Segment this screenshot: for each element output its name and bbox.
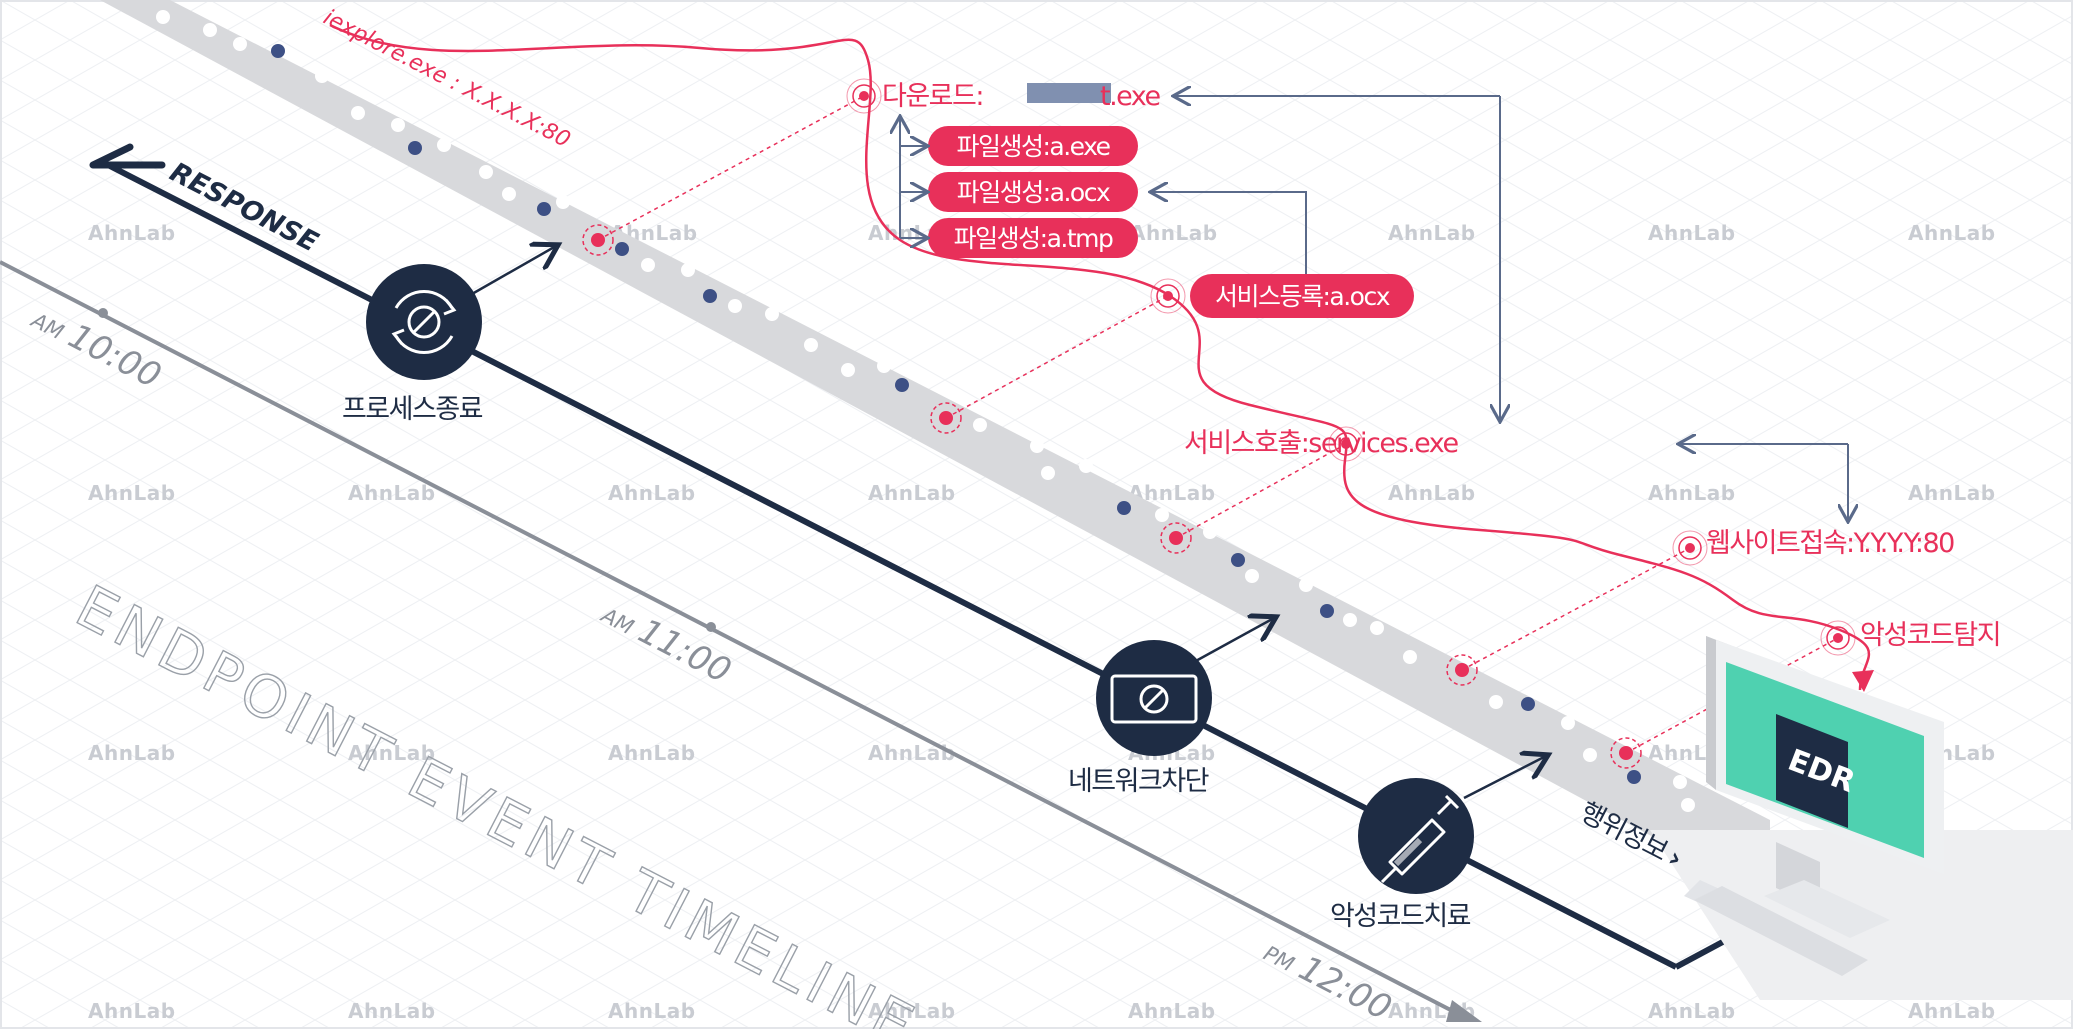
svg-text:파일생성:a.exe: 파일생성:a.exe — [956, 132, 1110, 161]
svg-text:AhnLab: AhnLab — [88, 741, 176, 765]
svg-text:AhnLab: AhnLab — [88, 221, 176, 245]
pill-file-ocx: 파일생성:a.ocx — [928, 172, 1138, 212]
svg-text:AhnLab: AhnLab — [1648, 481, 1736, 505]
svg-text:AhnLab: AhnLab — [1908, 481, 1996, 505]
svg-text:AhnLab: AhnLab — [868, 741, 956, 765]
svg-text:AhnLab: AhnLab — [1908, 999, 1996, 1023]
svg-text:AhnLab: AhnLab — [608, 741, 696, 765]
pill-service-reg: 서비스등록:a.ocx — [1190, 274, 1414, 318]
svg-text:파일생성:a.tmp: 파일생성:a.tmp — [954, 224, 1113, 253]
svg-text:t.exe: t.exe — [1100, 81, 1160, 112]
svg-text:AhnLab: AhnLab — [868, 481, 956, 505]
event-website: 웹사이트접속:Y.Y.Y.Y:80 — [1706, 528, 1954, 559]
svg-text:AhnLab: AhnLab — [348, 481, 436, 505]
svg-text:AhnLab: AhnLab — [348, 999, 436, 1023]
svg-text:프로세스종료: 프로세스종료 — [342, 394, 483, 425]
svg-text:AhnLab: AhnLab — [88, 481, 176, 505]
svg-text:파일생성:a.ocx: 파일생성:a.ocx — [957, 178, 1110, 207]
svg-text:네트워크차단: 네트워크차단 — [1068, 766, 1209, 797]
redacted-box — [1027, 83, 1111, 103]
svg-text:서비스등록:a.ocx: 서비스등록:a.ocx — [1215, 282, 1390, 311]
event-service-call: 서비스호출:services.exe — [1184, 428, 1458, 459]
svg-text:AhnLab: AhnLab — [1388, 481, 1476, 505]
svg-text:AhnLab: AhnLab — [1648, 221, 1736, 245]
svg-text:다운로드:: 다운로드: — [882, 81, 983, 112]
event-malware-detect: 악성코드탐지 — [1860, 620, 2000, 651]
svg-text:AhnLab: AhnLab — [88, 999, 176, 1023]
svg-text:AhnLab: AhnLab — [608, 481, 696, 505]
svg-text:AhnLab: AhnLab — [1130, 221, 1218, 245]
svg-text:AhnLab: AhnLab — [1388, 221, 1476, 245]
svg-text:AhnLab: AhnLab — [1128, 999, 1216, 1023]
svg-text:악성코드치료: 악성코드치료 — [1330, 901, 1471, 932]
svg-text:AhnLab: AhnLab — [608, 999, 696, 1023]
pill-file-tmp: 파일생성:a.tmp — [928, 218, 1138, 258]
pill-file-exe: 파일생성:a.exe — [928, 126, 1138, 166]
svg-text:AhnLab: AhnLab — [1908, 221, 1996, 245]
svg-text:AhnLab: AhnLab — [1648, 999, 1736, 1023]
